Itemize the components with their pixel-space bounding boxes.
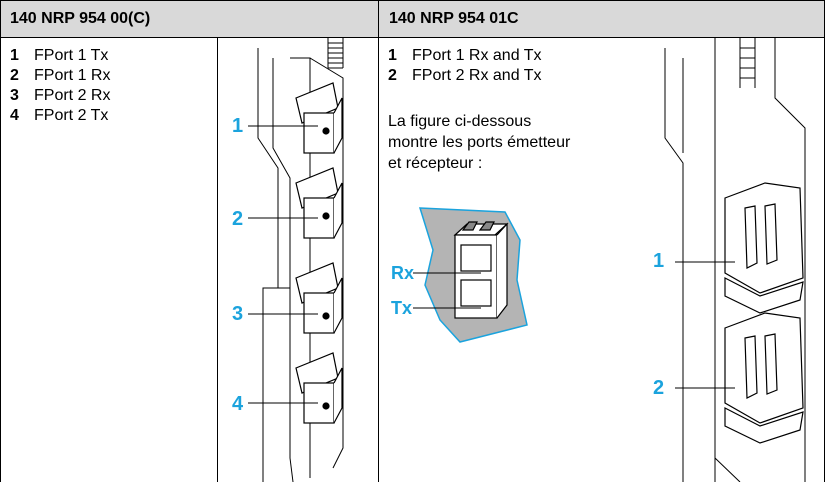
list-item: 4 FPort 2 Tx bbox=[10, 106, 110, 126]
column-divider bbox=[378, 0, 379, 482]
list-item: 2 FPort 1 Rx bbox=[10, 66, 110, 86]
list-item: 2 FPort 2 Rx and Tx bbox=[388, 66, 542, 86]
list-label: FPort 1 Rx and Tx bbox=[412, 47, 542, 64]
callout-2: 2 bbox=[653, 377, 664, 399]
connector-illustration: Rx Tx bbox=[391, 207, 528, 343]
port-list-right: 1 FPort 1 Rx and Tx 2 FPort 2 Rx and Tx bbox=[388, 46, 542, 86]
table-border-top bbox=[0, 0, 825, 1]
header-divider bbox=[0, 37, 825, 38]
list-number: 2 bbox=[388, 67, 397, 84]
module-illustration-right: 1 2 bbox=[653, 38, 806, 482]
callout-1: 1 bbox=[232, 115, 243, 137]
tx-label: Tx bbox=[391, 298, 412, 318]
list-label: FPort 2 Rx bbox=[34, 87, 111, 104]
list-label: FPort 2 Tx bbox=[34, 107, 109, 124]
list-item: 1 FPort 1 Tx bbox=[10, 46, 110, 66]
figure-note: La figure ci-dessous montre les ports ém… bbox=[388, 111, 570, 174]
list-number: 1 bbox=[388, 47, 397, 64]
list-label: FPort 1 Rx bbox=[34, 67, 111, 84]
column-header-right: 140 NRP 954 01C bbox=[379, 0, 825, 37]
table-border-left bbox=[0, 0, 1, 482]
callout-3: 3 bbox=[232, 303, 243, 325]
list-label: FPort 1 Tx bbox=[34, 47, 109, 64]
list-item: 3 FPort 2 Rx bbox=[10, 86, 110, 106]
list-number: 1 bbox=[10, 47, 19, 64]
callout-1: 1 bbox=[653, 250, 664, 272]
note-line: La figure ci-dessous bbox=[388, 113, 532, 130]
rx-label: Rx bbox=[391, 263, 414, 283]
callout-2: 2 bbox=[232, 208, 243, 230]
column-header-left: 140 NRP 954 00(C) bbox=[0, 0, 378, 37]
note-line: montre les ports émetteur bbox=[388, 134, 571, 151]
callout-4: 4 bbox=[232, 393, 244, 415]
list-label: FPort 2 Rx and Tx bbox=[412, 67, 542, 84]
list-number: 3 bbox=[10, 87, 19, 104]
port-list-left: 1 FPort 1 Tx 2 FPort 1 Rx 3 FPort 2 Rx 4 FPo… bbox=[10, 46, 110, 126]
left-subcolumn-divider bbox=[217, 37, 218, 482]
module-illustration-left: 1 2 3 4 bbox=[232, 38, 344, 482]
list-item: 1 FPort 1 Rx and Tx bbox=[388, 46, 542, 66]
note-line: et récepteur : bbox=[388, 155, 483, 172]
list-number: 4 bbox=[10, 107, 19, 124]
list-number: 2 bbox=[10, 67, 19, 84]
